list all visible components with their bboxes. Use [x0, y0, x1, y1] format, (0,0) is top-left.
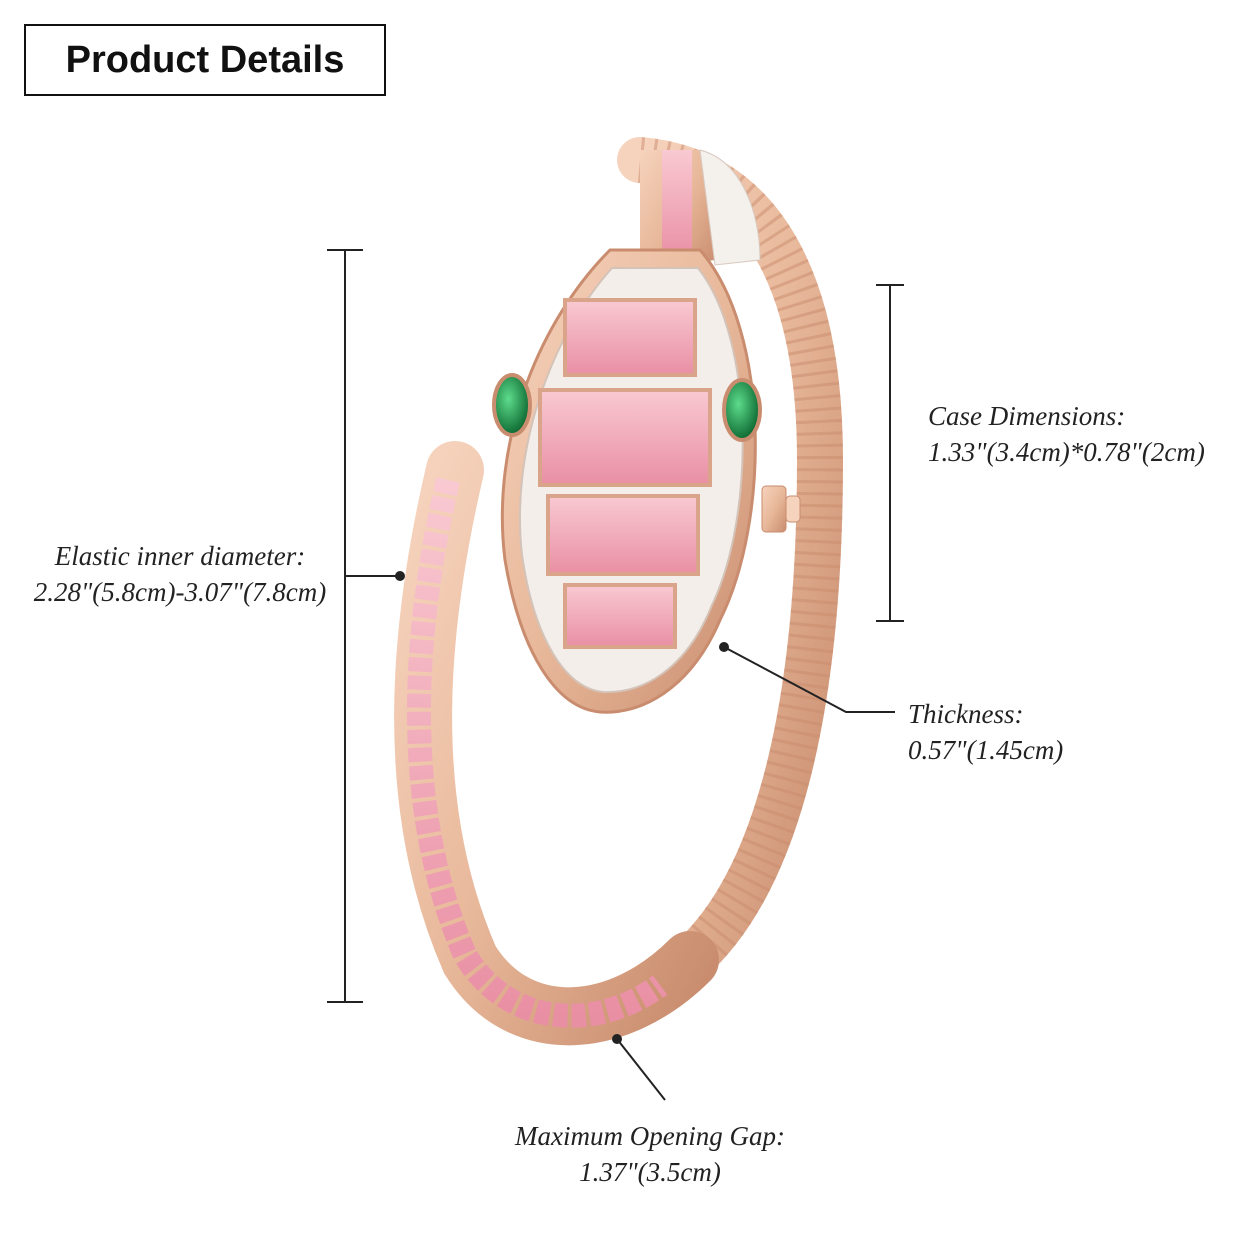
thickness-value: 0.57"(1.45cm) [908, 735, 1064, 765]
case-dimensions-title: Case Dimensions: [928, 401, 1126, 431]
inner-diameter-label: Elastic inner diameter: 2.28"(5.8cm)-3.0… [30, 538, 330, 610]
thickness-title: Thickness: [908, 699, 1024, 729]
dimension-lines [327, 249, 904, 1101]
opening-gap-leader-line [616, 1038, 666, 1101]
thickness-leader-line [723, 646, 895, 713]
thickness-label: Thickness: 0.57"(1.45cm) [908, 696, 1108, 768]
page-title: Product Details [24, 24, 386, 96]
opening-gap-value: 1.37"(3.5cm) [579, 1157, 721, 1187]
leader-dots [395, 571, 729, 1044]
case-dimensions-label: Case Dimensions: 1.33"(3.4cm)*0.78"(2cm) [928, 398, 1228, 470]
opening-gap-title: Maximum Opening Gap: [515, 1121, 785, 1151]
case-dimensions-value: 1.33"(3.4cm)*0.78"(2cm) [928, 437, 1205, 467]
snake-bangle-watch-illustration [394, 137, 844, 1046]
inner-diameter-title: Elastic inner diameter: [54, 541, 306, 571]
opening-gap-label: Maximum Opening Gap: 1.37"(3.5cm) [470, 1118, 830, 1190]
inner-diameter-value: 2.28"(5.8cm)-3.07"(7.8cm) [33, 577, 327, 607]
